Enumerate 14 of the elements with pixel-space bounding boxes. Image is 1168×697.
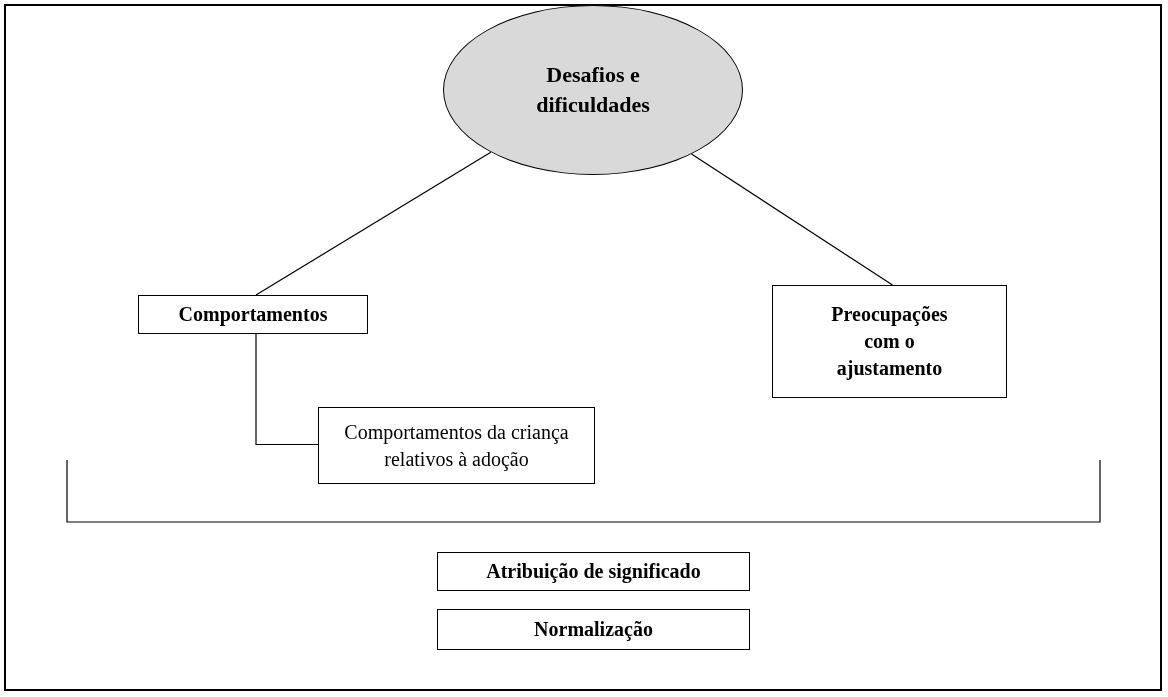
text-box xyxy=(772,285,1007,398)
node-label: Atribuição de significado xyxy=(486,559,701,585)
node-label: Preocupações com o ajustamento xyxy=(830,302,949,382)
connector-line xyxy=(255,151,492,296)
text-box xyxy=(138,295,368,334)
text-box xyxy=(437,609,750,650)
connector-line xyxy=(255,333,319,446)
node-label: Comportamentos da criança relativos à adoção xyxy=(343,419,570,473)
text-box xyxy=(437,552,750,591)
node-label: Desafios e dificuldades xyxy=(535,61,651,119)
text-box xyxy=(318,407,595,484)
node-label: Comportamentos xyxy=(178,302,328,328)
node-label: Normalização xyxy=(534,617,653,643)
connector-line xyxy=(690,153,894,286)
